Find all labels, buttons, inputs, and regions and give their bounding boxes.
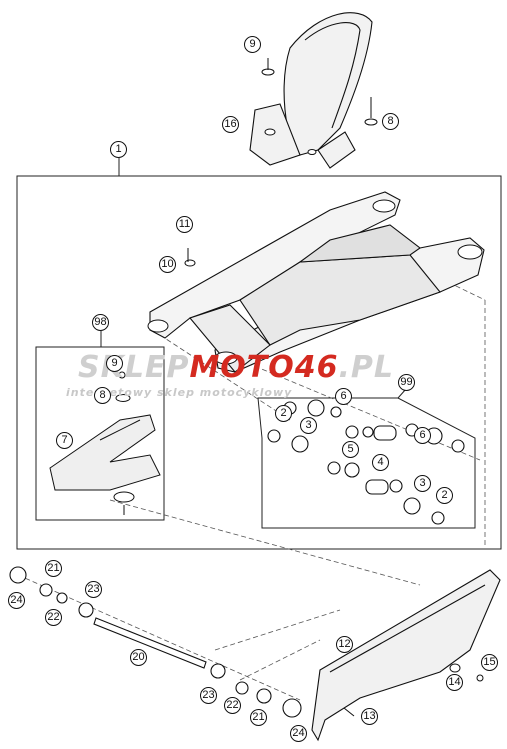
- callout-8-kit: 8: [94, 387, 111, 404]
- callout-3-upper: 3: [300, 417, 317, 434]
- callout-10: 10: [159, 256, 176, 273]
- callout-21-bottom: 21: [250, 709, 267, 726]
- callout-2-lower: 2: [436, 487, 453, 504]
- axle-parts: [9, 566, 302, 718]
- callout-3-lower: 3: [414, 475, 431, 492]
- callout-4: 4: [372, 454, 389, 471]
- watermark-tagline: internetowy sklep motocyklowy: [66, 386, 293, 399]
- callout-22-bottom: 22: [224, 697, 241, 714]
- callout-1: 1: [110, 141, 127, 158]
- callout-6-lower: 6: [414, 427, 431, 444]
- callout-11: 11: [176, 216, 193, 233]
- watermark-brand-part2: MOTO46: [189, 350, 339, 385]
- callout-22-left: 22: [45, 609, 62, 626]
- callout-8-top: 8: [382, 113, 399, 130]
- callout-24-left: 24: [8, 592, 25, 609]
- callout-20: 20: [130, 649, 147, 666]
- rear-fender: [249, 12, 373, 169]
- callout-23-left: 23: [85, 581, 102, 598]
- callout-24-bottom: 24: [290, 725, 307, 742]
- callout-14: 14: [446, 674, 463, 691]
- bearing-kit-parts: [267, 399, 465, 525]
- callout-15: 15: [481, 654, 498, 671]
- chain-guide: [49, 414, 161, 491]
- callout-21-left: 21: [45, 560, 62, 577]
- callout-5: 5: [342, 441, 359, 458]
- callout-23-bottom: 23: [200, 687, 217, 704]
- callout-99: 99: [398, 374, 415, 391]
- callout-9-top: 9: [244, 36, 261, 53]
- chain-guard: [311, 569, 501, 742]
- swingarm-assembly-frame: [16, 175, 502, 550]
- callout-7: 7: [56, 432, 73, 449]
- chain-guide-kit-frame: [35, 346, 165, 521]
- callout-16: 16: [222, 116, 239, 133]
- callout-13: 13: [361, 708, 378, 725]
- swingarm: [149, 191, 485, 373]
- watermark-logo: SKLEPMOTO46.PL: [78, 350, 394, 385]
- callout-12: 12: [336, 636, 353, 653]
- callout-6-upper: 6: [335, 388, 352, 405]
- callout-2-upper: 2: [275, 405, 292, 422]
- watermark-brand-part3: .PL: [338, 350, 395, 385]
- watermark-brand-part1: SKLEP: [78, 350, 190, 385]
- callout-98: 98: [92, 314, 109, 331]
- callout-9-kit: 9: [106, 355, 123, 372]
